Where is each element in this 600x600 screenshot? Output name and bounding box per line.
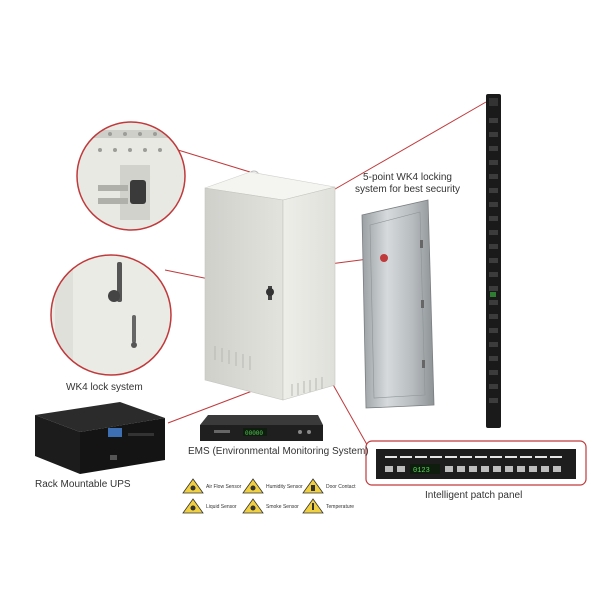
liquid-sensor-icon xyxy=(182,498,204,514)
humidity-sensor-icon xyxy=(242,478,264,494)
cabinet xyxy=(204,171,336,401)
sensor-label-temperature: Temperature xyxy=(326,504,355,510)
sensor-label-smoke: Smoke Sensor xyxy=(266,504,299,510)
hinge-detail-zoom xyxy=(76,121,186,231)
ups-unit xyxy=(35,402,165,474)
locking-label-line1: 5-point WK4 locking xyxy=(363,172,452,183)
patch-panel-callout: 0123 xyxy=(365,440,587,486)
patch-panel-display: 0123 xyxy=(413,467,430,475)
ems-display: 00000 xyxy=(245,430,263,437)
air-flow-sensor-icon xyxy=(182,478,204,494)
ems-label: EMS (Environmental Monitoring System) xyxy=(188,446,369,457)
sensor-icons xyxy=(182,478,324,514)
sensor-label-liquid: Liquid Sensor xyxy=(206,504,237,510)
cabinet-door xyxy=(361,199,435,409)
ems-unit: 00000 xyxy=(200,415,323,441)
ups-label: Rack Mountable UPS xyxy=(35,479,131,490)
door-contact-icon xyxy=(302,478,324,494)
wk4-lock-label: WK4 lock system xyxy=(66,382,143,393)
pdu-strip xyxy=(486,94,501,428)
sensor-label-door-contact: Door Contact xyxy=(326,484,356,490)
locking-label-line2: system for best security xyxy=(355,184,461,195)
sensor-label-humidity: Humidity Sensor xyxy=(266,484,303,490)
sensor-label-air-flow: Air Flow Sensor xyxy=(206,484,242,490)
smoke-sensor-icon xyxy=(242,498,264,514)
temperature-sensor-icon xyxy=(302,498,324,514)
lock-detail-zoom xyxy=(50,254,172,376)
patch-panel-label: Intelligent patch panel xyxy=(425,490,523,501)
locking-system-label: 5-point WK4 locking system for best secu… xyxy=(355,172,460,196)
